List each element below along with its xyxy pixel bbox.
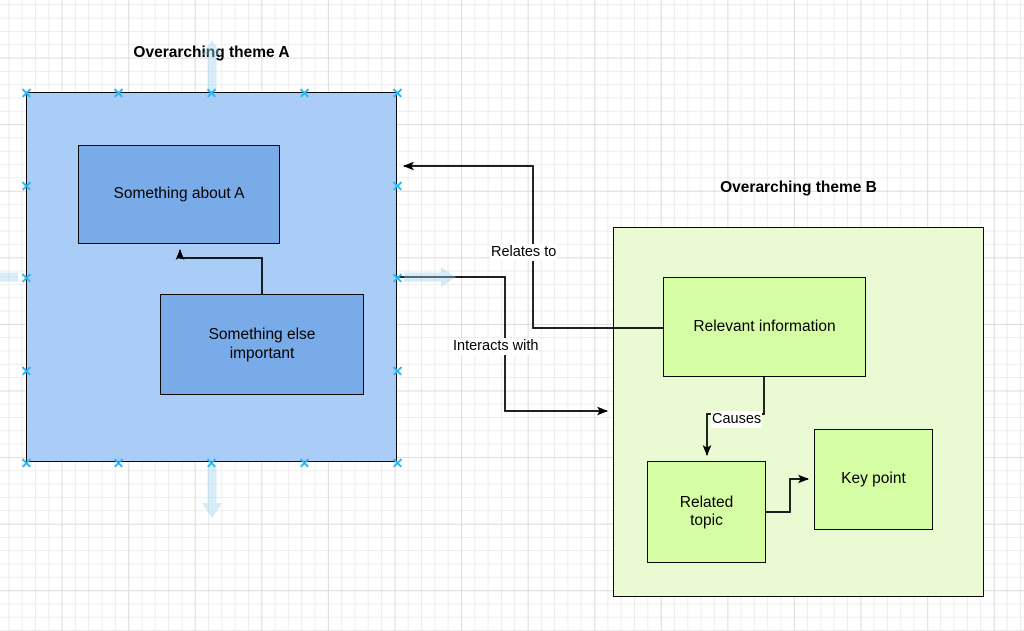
- edge-label-interacts-with[interactable]: Interacts with: [452, 338, 540, 356]
- node-relevant-information[interactable]: Relevant information: [663, 277, 866, 377]
- group-title-theme-a: Overarching theme A: [133, 44, 290, 61]
- group-title-theme-b: Overarching theme B: [720, 179, 877, 196]
- node-related-topic[interactable]: Related topic: [647, 461, 766, 563]
- node-label-line-1: Something else: [208, 326, 316, 344]
- node-label: Related topic: [680, 494, 733, 530]
- node-label: Relevant information: [693, 317, 836, 335]
- node-label: Something else important: [209, 326, 316, 362]
- node-something-else-important[interactable]: Something else important: [160, 294, 364, 395]
- edge-label-relates-to[interactable]: Relates to: [490, 244, 558, 262]
- node-label: Something about A: [113, 185, 245, 203]
- node-label: Key point: [841, 470, 906, 488]
- node-label-line-2: topic: [690, 512, 723, 529]
- edge-label-causes[interactable]: Causes: [711, 411, 763, 429]
- node-label-line-2: important: [229, 344, 295, 362]
- direction-arrow-left-icon[interactable]: [0, 265, 18, 289]
- node-key-point[interactable]: Key point: [814, 429, 933, 530]
- node-label-line-1: Related: [679, 493, 734, 511]
- direction-arrow-down-icon[interactable]: [200, 466, 224, 518]
- direction-arrow-right-icon[interactable]: [404, 265, 456, 289]
- node-something-about-a[interactable]: Something about A: [78, 145, 280, 244]
